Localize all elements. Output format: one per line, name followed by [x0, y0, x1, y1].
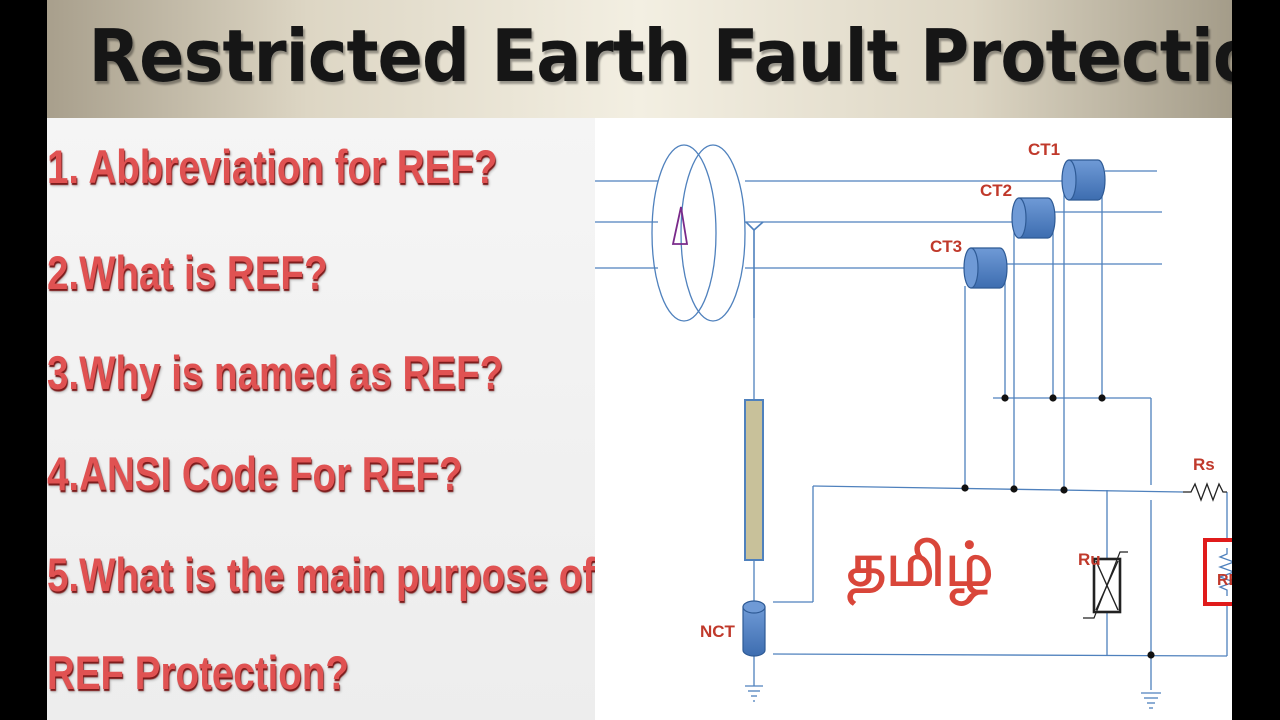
question-3: 3.Why is named as REF?: [47, 346, 504, 399]
page-title: Restricted Earth Fault Protection: [88, 14, 1232, 98]
ct2-label: CT2: [980, 181, 1012, 200]
relay-icon: [1203, 538, 1232, 606]
neutral-grounding-resistor: [744, 399, 764, 561]
ct3-current-transformer: [963, 247, 1008, 289]
rs-label: Rs: [1193, 455, 1215, 474]
question-2: 2.What is REF?: [47, 246, 328, 299]
question-5-continued: REF Protection?: [47, 646, 349, 699]
ground-icon: [1141, 692, 1161, 709]
resistor-icon: [1183, 482, 1227, 502]
question-list: 1. Abbreviation for REF? 2.What is REF? …: [47, 118, 664, 720]
ground-icon: [745, 685, 763, 702]
ct1-label: CT1: [1028, 140, 1060, 159]
nct-label: NCT: [700, 622, 736, 641]
ct2-current-transformer: [1011, 197, 1056, 239]
tamil-language-label: தமிழ்: [847, 530, 993, 607]
transformer-secondary-winding: [680, 144, 746, 322]
title-banner: Restricted Earth Fault Protection: [47, 0, 1232, 118]
question-1: 1. Abbreviation for REF?: [47, 140, 498, 193]
ru-label: Ru: [1078, 550, 1101, 569]
star-winding-icon: [745, 221, 764, 318]
ct1-current-transformer: [1061, 159, 1106, 201]
question-4: 4.ANSI Code For REF?: [47, 447, 463, 500]
question-5: 5.What is the main purpose of the: [47, 548, 664, 601]
ref-circuit-svg: CT1 CT2 CT3 NCT Rs Ru REF தமிழ்: [595, 140, 1232, 709]
nct-current-transformer: [742, 600, 766, 657]
ref-circuit-diagram: CT1 CT2 CT3 NCT Rs Ru REF தமிழ்: [595, 118, 1232, 720]
junction-dots: [961, 394, 1155, 659]
delta-winding-icon: [671, 206, 689, 245]
varistor-icon: [1083, 551, 1128, 619]
slide: Restricted Earth Fault Protection 1. Abb…: [47, 0, 1232, 720]
ct3-label: CT3: [930, 237, 962, 256]
ref-relay-label: REF: [1217, 572, 1232, 589]
transformer-primary-winding: [651, 144, 717, 322]
